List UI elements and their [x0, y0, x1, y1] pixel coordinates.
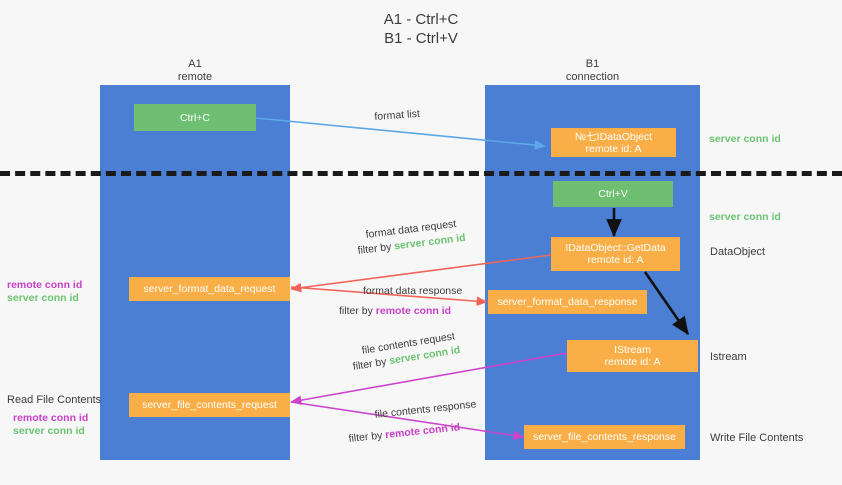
- box-server-format-data-request[interactable]: server_format_data_request: [129, 277, 290, 301]
- annotation-server-conn-id-1: server conn id: [7, 292, 79, 304]
- annotation-dataobject: DataObject: [710, 246, 766, 258]
- lane-header-a1-sub: remote: [177, 71, 213, 83]
- annotation-istream: Istream: [710, 351, 747, 363]
- box-idataobject[interactable]: №七IDataObject remote id: A: [551, 128, 676, 157]
- label-format-list: format list: [374, 107, 421, 123]
- box-server-file-contents-request-label: server_file_contents_request: [142, 399, 277, 411]
- label-format-data-response-filter: filter by remote conn id: [339, 305, 451, 318]
- box-istream-line2: remote id: A: [604, 356, 661, 368]
- box-server-format-data-response-label: server_format_data_response: [497, 296, 638, 308]
- filter-prefix: filter by: [357, 240, 395, 257]
- label-format-data-response: format data response: [363, 285, 463, 297]
- annotation-write-file-contents: Write File Contents: [710, 432, 804, 444]
- annotation-server-conn-id-2: server conn id: [13, 425, 85, 437]
- filter-prefix: filter by: [352, 355, 391, 373]
- box-getdata-line1: IDataObject::GetData: [565, 242, 666, 254]
- box-getdata-line2: remote id: A: [587, 254, 644, 266]
- box-server-format-data-response[interactable]: server_format_data_response: [488, 290, 647, 314]
- box-istream[interactable]: IStream remote id: A: [567, 340, 698, 372]
- annotation-server-conn-id-top: server conn id: [709, 133, 781, 145]
- title-line-1: A1 - Ctrl+C: [383, 11, 459, 28]
- dashed-divider: [0, 171, 842, 176]
- box-ctrl-c[interactable]: Ctrl+C: [134, 104, 256, 131]
- title-line-2: B1 - Ctrl+V: [384, 30, 458, 47]
- annotation-remote-conn-id-2: remote conn id: [13, 412, 89, 424]
- box-idataobject-getdata[interactable]: IDataObject::GetData remote id: A: [551, 237, 680, 271]
- box-ctrl-c-label: Ctrl+C: [179, 111, 211, 124]
- lane-header-a1-name: A1: [188, 58, 202, 70]
- box-ctrl-v-label: Ctrl+V: [598, 188, 628, 200]
- annotation-server-conn-id-mid: server conn id: [709, 211, 781, 223]
- filter-prefix: filter by: [348, 429, 386, 445]
- box-server-file-contents-response-label: server_file_contents_response: [532, 431, 676, 443]
- lane-header-a1: A1 remote: [100, 58, 290, 84]
- label-file-contents-response-filter: filter by remote conn id: [348, 421, 461, 446]
- box-server-file-contents-request[interactable]: server_file_contents_request: [129, 393, 290, 417]
- box-istream-line1: IStream: [614, 344, 651, 356]
- filter-value-remote-conn-id: remote conn id: [384, 421, 461, 442]
- box-server-format-data-request-label: server_format_data_request: [143, 283, 276, 295]
- diagram-title: A1 - Ctrl+C B1 - Ctrl+V: [0, 10, 842, 48]
- box-ctrl-v[interactable]: Ctrl+V: [553, 181, 673, 207]
- lane-header-b1-name: B1: [585, 58, 600, 70]
- box-idataobject-line1: №七IDataObject: [574, 130, 653, 143]
- annotation-remote-conn-id-1: remote conn id: [7, 279, 83, 291]
- lane-header-b1-sub: connection: [565, 71, 620, 83]
- lane-header-b1: B1 connection: [485, 58, 700, 84]
- annotation-read-file-contents: Read File Contents: [7, 394, 102, 406]
- box-idataobject-line2: remote id: A: [585, 142, 642, 155]
- filter-value-remote-conn-id: remote conn id: [375, 305, 452, 317]
- box-server-file-contents-response[interactable]: server_file_contents_response: [524, 425, 685, 449]
- filter-prefix: filter by: [339, 305, 376, 317]
- label-file-contents-response: file contents response: [374, 398, 477, 421]
